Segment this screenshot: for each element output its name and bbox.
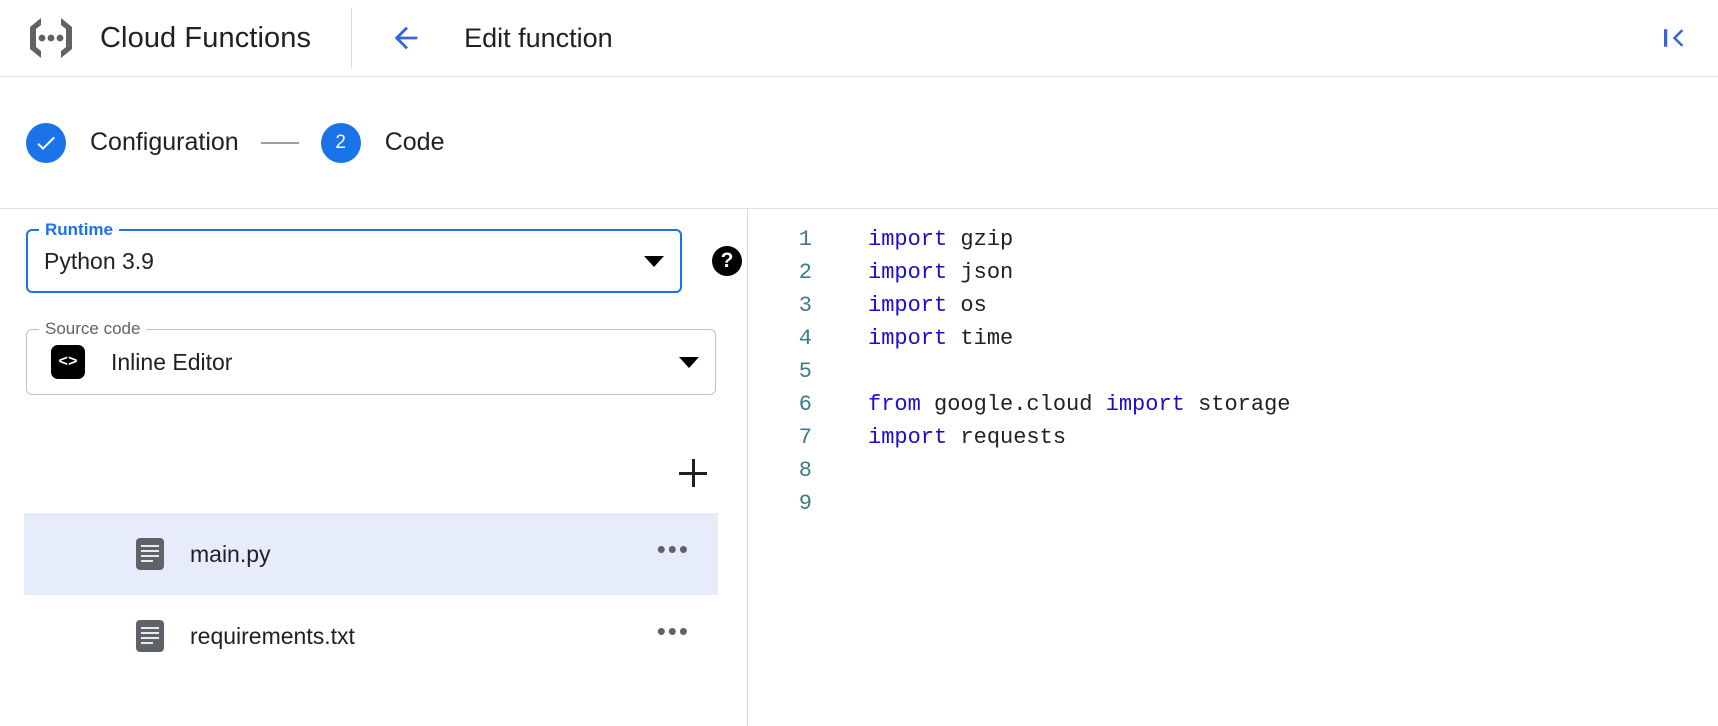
runtime-select[interactable]: Runtime Python 3.9 (26, 220, 682, 293)
stepper-connector (260, 141, 299, 144)
line-number: 4 (798, 326, 812, 351)
brand[interactable]: Cloud Functions (0, 0, 311, 76)
line-number: 1 (798, 227, 812, 252)
stepper-step-code[interactable]: 2 Code (320, 122, 445, 163)
plus-icon-horizontal (679, 471, 707, 475)
step-indicator-configuration (26, 122, 66, 163)
stepper-step-configuration[interactable]: Configuration (26, 122, 239, 163)
line-number: 5 (798, 359, 812, 384)
line-number: 9 (798, 491, 812, 516)
runtime-value: Python 3.9 (44, 247, 154, 274)
code-keyword: import (868, 326, 948, 351)
code-editor[interactable]: 1 import gzip 2 import json 3 import os 4 impor… (748, 209, 1718, 726)
header-divider (351, 8, 353, 68)
code-token: storage (1184, 392, 1291, 417)
line-number: 8 (798, 458, 812, 483)
code-keyword: import (868, 425, 948, 450)
runtime-row: Runtime Python 3.9 ? (26, 220, 742, 293)
code-brackets-icon: <> (51, 345, 85, 379)
file-name: requirements.txt (190, 622, 355, 649)
code-token: json (947, 260, 1014, 285)
arrow-left-icon (394, 26, 418, 50)
left-pane: Runtime Python 3.9 ? Source code <> Inli… (0, 209, 748, 726)
code-token: time (947, 326, 1014, 351)
code-line-text: import gzip (820, 223, 1013, 256)
cloud-functions-logo-icon (30, 18, 72, 58)
file-name: main.py (190, 540, 271, 567)
code-line-text (820, 487, 881, 520)
code-line: 2 import json (748, 256, 1718, 289)
first-page-icon (1664, 29, 1684, 47)
code-line-text: import json (820, 256, 1013, 289)
code-line: 4 import time (748, 322, 1718, 355)
code-line: 5 (748, 355, 1718, 388)
code-line-text: import time (820, 322, 1013, 355)
add-file-button[interactable] (671, 451, 715, 495)
chevron-down-icon[interactable] (644, 255, 664, 267)
file-list: main.py ••• requirements.txt ••• (24, 513, 718, 677)
file-icon (136, 620, 164, 652)
code-line-text (820, 454, 881, 487)
code-keyword: import (868, 260, 948, 285)
code-line: 9 (748, 487, 1718, 520)
runtime-help-icon[interactable]: ? (712, 246, 742, 276)
file-list-item-requirements-txt[interactable]: requirements.txt ••• (24, 595, 718, 677)
code-keyword: import (868, 227, 948, 252)
brand-title: Cloud Functions (100, 21, 312, 54)
code-line-text (820, 355, 881, 388)
code-line: 1 import gzip (748, 223, 1718, 256)
code-line: 8 (748, 454, 1718, 487)
step-label-code: Code (384, 128, 445, 156)
line-number: 2 (798, 260, 812, 285)
code-token: os (947, 293, 987, 318)
file-list-item-main-py[interactable]: main.py ••• (24, 513, 718, 595)
app-header: Cloud Functions Edit function (0, 0, 1718, 77)
more-options-icon[interactable]: ••• (656, 534, 690, 564)
line-number: 6 (798, 392, 812, 417)
step-label-configuration: Configuration (90, 128, 239, 156)
code-keyword: import (868, 293, 948, 318)
page-title: Edit function (464, 22, 613, 53)
code-token: google.cloud (920, 392, 1106, 417)
step-indicator-code: 2 (320, 122, 361, 163)
code-line: 6 from google.cloud import storage (748, 388, 1718, 421)
runtime-label: Runtime (39, 220, 119, 240)
back-button[interactable] (382, 14, 430, 62)
source-code-label: Source code (39, 319, 147, 339)
line-number: 7 (798, 425, 812, 450)
source-code-value: Inline Editor (111, 348, 233, 375)
check-icon (37, 136, 55, 150)
code-line-text: from google.cloud import storage (820, 388, 1291, 421)
line-number: 3 (798, 293, 812, 318)
content-area: Runtime Python 3.9 ? Source code <> Inli… (0, 209, 1718, 726)
more-options-icon[interactable]: ••• (656, 616, 690, 646)
code-token: requests (947, 425, 1067, 450)
collapse-panel-button[interactable] (1650, 14, 1698, 62)
code-line: 7 import requests (748, 421, 1718, 454)
file-icon (136, 538, 164, 570)
code-line-text: import os (820, 289, 987, 322)
code-line-text: import requests (820, 421, 1066, 454)
source-code-select[interactable]: Source code <> Inline Editor (26, 319, 716, 395)
code-token: gzip (947, 227, 1014, 252)
code-line: 3 import os (748, 289, 1718, 322)
chevron-down-icon[interactable] (679, 356, 699, 368)
code-keyword: import (1105, 392, 1185, 417)
stepper: Configuration 2 Code (0, 77, 1718, 209)
code-keyword: from (868, 392, 921, 417)
